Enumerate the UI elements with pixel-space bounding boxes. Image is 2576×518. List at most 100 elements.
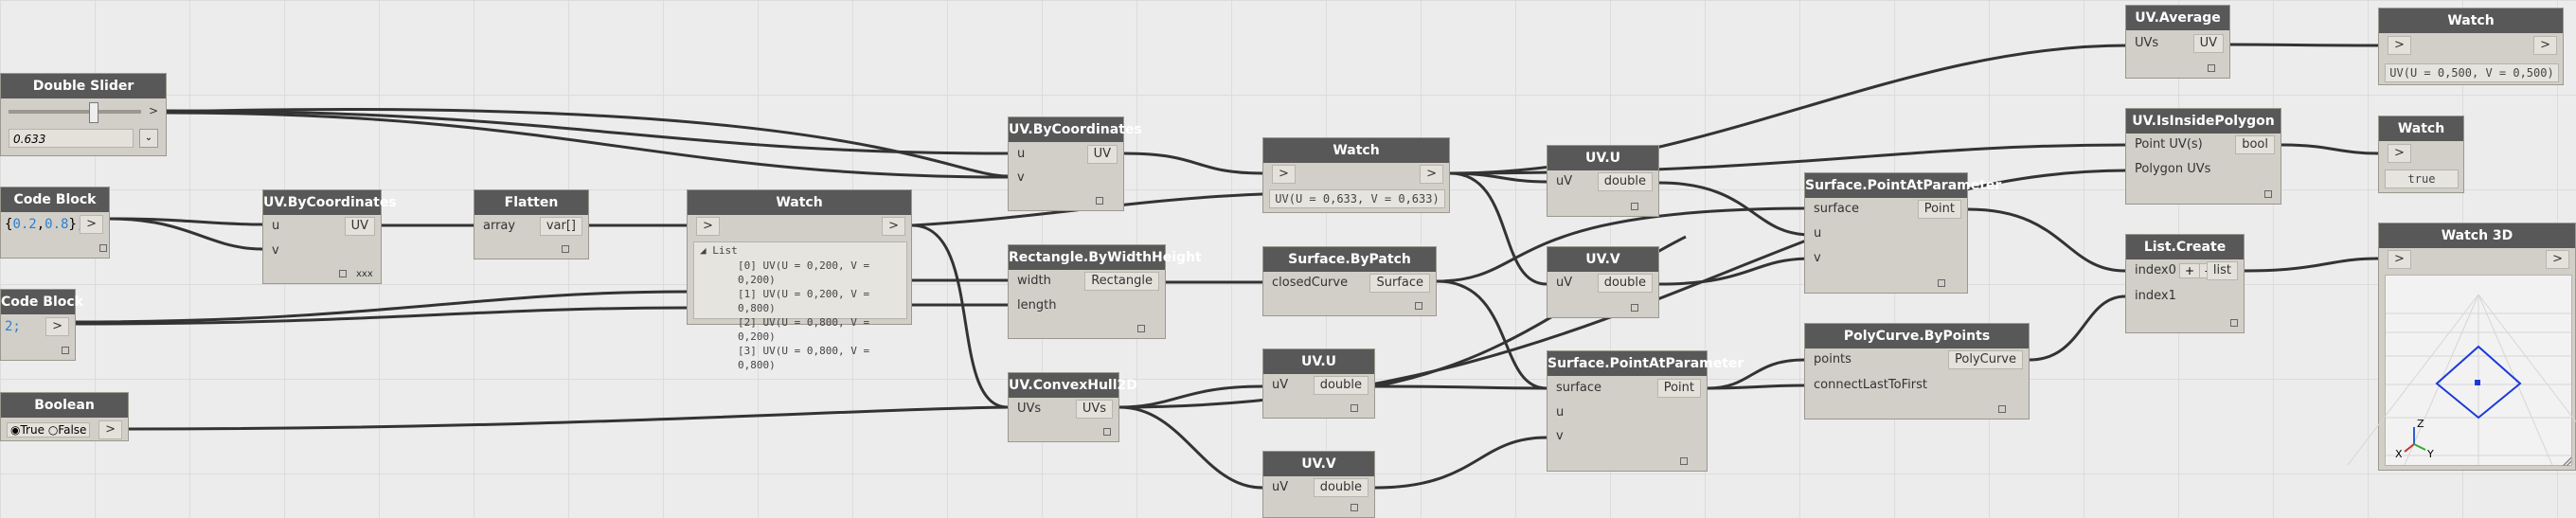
output-port[interactable]: double <box>1313 478 1374 497</box>
preview-toggle-icon[interactable] <box>2208 64 2215 72</box>
input-port-connectlasttofirst[interactable]: connectLastToFirst <box>1814 378 1927 392</box>
output-port[interactable]: > <box>45 317 75 336</box>
output-port[interactable]: UV <box>2192 34 2229 53</box>
output-port[interactable]: list <box>2206 261 2244 280</box>
slider-track[interactable] <box>9 102 141 123</box>
output-port[interactable]: Point <box>1656 379 1707 398</box>
input-port-uv[interactable]: uV <box>1272 480 1289 494</box>
slider-value[interactable]: 0.633 <box>9 129 134 148</box>
rectangle-bywidthheight-node[interactable]: Rectangle.ByWidthHeight width length Rec… <box>1008 244 1202 339</box>
preview-toggle-icon[interactable] <box>2230 319 2238 327</box>
uv-convexhull2d-node[interactable]: UV.ConvexHull2D UVs UVs <box>1008 372 1137 442</box>
watch-list-node[interactable]: Watch > > ◢ List [0] UV(U = 0,200, V = 0… <box>687 189 912 371</box>
preview-toggle-icon[interactable] <box>1631 203 1638 210</box>
output-port[interactable]: var[] <box>539 217 588 236</box>
input-port-points[interactable]: points <box>1814 352 1852 366</box>
input-port-u[interactable]: u <box>272 219 280 233</box>
output-port[interactable]: > <box>80 215 109 234</box>
output-port[interactable]: double <box>1597 172 1658 191</box>
output-port[interactable]: > <box>882 217 911 236</box>
output-port[interactable]: UV <box>344 217 381 236</box>
output-port[interactable]: double <box>1597 274 1658 293</box>
surface-bypatch-node[interactable]: Surface.ByPatch closedCurve Surface <box>1262 246 1437 316</box>
output-port[interactable]: Surface <box>1369 274 1436 293</box>
output-port[interactable]: Point <box>1917 200 1967 219</box>
input-port-v[interactable]: v <box>1814 251 1821 265</box>
input-port-length[interactable]: length <box>1017 298 1057 313</box>
preview-toggle-icon[interactable] <box>1351 504 1358 511</box>
uv-bycoordinates-node-1[interactable]: UV.ByCoordinates u v UV xxx <box>262 189 397 284</box>
expand-chevron-icon[interactable]: ⌄ <box>139 129 158 148</box>
uv-v-node-1[interactable]: UV.V uV double <box>1547 246 1659 318</box>
collapse-triangle-icon[interactable]: ◢ <box>700 244 707 257</box>
input-port-v[interactable]: v <box>1017 170 1025 185</box>
input-port-uvs[interactable]: UVs <box>1017 402 1042 416</box>
input-port-index0[interactable]: index0 <box>2135 263 2176 277</box>
preview-toggle-icon[interactable] <box>1631 304 1638 312</box>
preview-toggle-icon[interactable] <box>1096 197 1103 205</box>
code-editor[interactable]: {0.2,0.8}; <box>5 217 84 232</box>
input-port[interactable]: > <box>2379 36 2411 55</box>
radio-true-icon[interactable]: ◉ <box>10 423 21 437</box>
preview-toggle-icon[interactable] <box>339 270 347 277</box>
surface-pointatparameter-node-1[interactable]: Surface.PointAtParameter surface u v Poi… <box>1804 172 2001 294</box>
polycurve-bypoints-node[interactable]: PolyCurve.ByPoints points connectLastToF… <box>1804 323 2030 420</box>
radio-false-icon[interactable]: ○ <box>47 423 59 437</box>
output-port[interactable]: Rectangle <box>1084 272 1165 291</box>
uv-u-node-1[interactable]: UV.U uV double <box>1547 145 1659 217</box>
list-create-node[interactable]: List.Create index0 index1 + - list <box>2125 234 2245 333</box>
output-port[interactable]: UV <box>1086 145 1123 164</box>
output-port[interactable]: > <box>98 420 128 439</box>
input-port-index1[interactable]: index1 <box>2135 289 2176 303</box>
preview-toggle-icon[interactable] <box>99 244 107 252</box>
input-port-uv[interactable]: uV <box>1556 174 1573 188</box>
input-port-width[interactable]: width <box>1017 274 1051 288</box>
input-port-surface[interactable]: surface <box>1556 381 1602 395</box>
uv-bycoordinates-node-2[interactable]: UV.ByCoordinates u v UV <box>1008 116 1142 211</box>
input-port-closedcurve[interactable]: closedCurve <box>1272 276 1349 290</box>
uv-isinsidepolygon-node[interactable]: UV.IsInsidePolygon Point UV(s) Polygon U… <box>2125 108 2281 205</box>
input-port-uv[interactable]: uV <box>1556 276 1573 290</box>
output-port[interactable]: > <box>2546 250 2575 269</box>
preview-toggle-icon[interactable] <box>1415 302 1422 310</box>
tree-root[interactable]: ◢ List <box>694 242 906 259</box>
surface-pointatparameter-node-2[interactable]: Surface.PointAtParameter surface u v Poi… <box>1547 350 1744 472</box>
3d-viewport[interactable]: Z X Y <box>2347 275 2576 466</box>
output-port[interactable]: UVs <box>1075 400 1118 419</box>
preview-toggle-icon[interactable] <box>562 245 569 253</box>
output-port[interactable]: double <box>1313 376 1374 395</box>
input-port-uvs[interactable]: UVs <box>2135 36 2159 50</box>
flatten-node[interactable]: Flatten array var[] <box>474 189 589 259</box>
input-port-point-uvs[interactable]: Point UV(s) <box>2135 137 2203 152</box>
preview-toggle-icon[interactable] <box>1351 404 1358 412</box>
input-port-array[interactable]: array <box>483 219 516 233</box>
input-port[interactable]: > <box>1263 165 1296 184</box>
output-port[interactable]: bool <box>2235 135 2281 154</box>
output-port[interactable]: > <box>1420 165 1449 184</box>
preview-toggle-icon[interactable] <box>1137 325 1145 332</box>
input-port[interactable]: > <box>688 217 720 236</box>
code-block-node-2[interactable]: Code Block 2; > <box>0 289 83 361</box>
uv-average-node[interactable]: UV.Average UVs UV <box>2125 5 2230 79</box>
watch-average-node[interactable]: Watch > > UV(U = 0,500, V = 0,500) <box>2378 8 2564 85</box>
input-port-v[interactable]: v <box>272 243 279 258</box>
uv-v-node-2[interactable]: UV.V uV double <box>1262 451 1375 518</box>
code-editor[interactable]: 2; <box>5 319 21 334</box>
uv-u-node-2[interactable]: UV.U uV double <box>1262 348 1375 419</box>
input-port-polygon-uvs[interactable]: Polygon UVs <box>2135 162 2211 176</box>
input-port[interactable]: > <box>2379 250 2411 269</box>
preview-toggle-icon[interactable] <box>1998 405 2006 413</box>
watch-tree[interactable]: ◢ List [0] UV(U = 0,200, V = 0,200) [1] … <box>693 241 907 371</box>
add-input-button[interactable]: + <box>2179 263 2201 278</box>
slider-thumb[interactable] <box>88 102 98 123</box>
output-port[interactable]: PolyCurve <box>1948 350 2029 369</box>
boolean-toggle[interactable]: ◉True ○False <box>7 422 91 438</box>
preview-toggle-icon[interactable] <box>2264 190 2272 198</box>
code-block-node-1[interactable]: Code Block {0.2,0.8}; > <box>0 187 110 259</box>
input-port-v[interactable]: v <box>1556 429 1564 443</box>
preview-toggle-icon[interactable] <box>1680 457 1688 465</box>
input-port-u[interactable]: u <box>1556 405 1565 420</box>
output-port[interactable]: > <box>2533 36 2563 55</box>
input-port-uv[interactable]: uV <box>1272 378 1289 392</box>
preview-toggle-icon[interactable] <box>1938 279 1945 287</box>
